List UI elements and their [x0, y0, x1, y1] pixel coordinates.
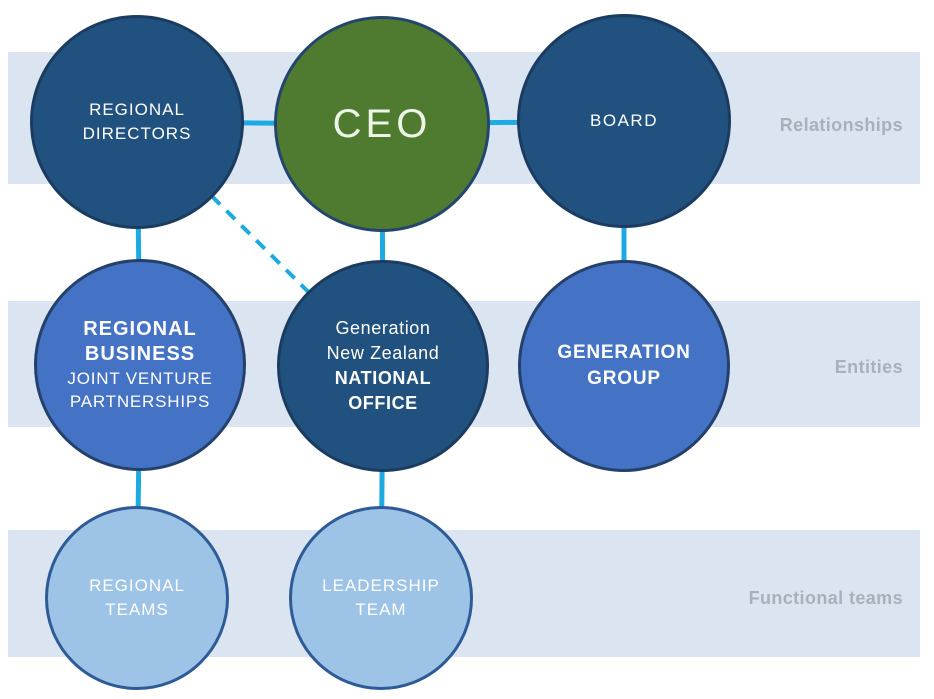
- node-label-line: JOINT VENTURE: [67, 369, 213, 388]
- node-generation-group: GENERATION GROUP: [518, 260, 730, 472]
- node-regional-directors: REGIONAL DIRECTORS: [30, 15, 244, 229]
- node-label-line: BUSINESS: [84, 343, 196, 365]
- node-label-line: TEAMS: [105, 600, 169, 619]
- node-label-line: Generation: [335, 318, 431, 338]
- node-leadership-team: LEADERSHIP TEAM: [289, 506, 473, 690]
- connector-regional-directors-national-office-dashed: [135, 120, 385, 368]
- node-regional-teams-label: REGIONAL TEAMS: [89, 574, 185, 622]
- node-regional-business-label: REGIONAL BUSINESS JOINT VENTURE PARTNERS…: [67, 317, 212, 413]
- node-label-line: TEAM: [355, 600, 407, 619]
- node-label-line: REGIONAL: [89, 576, 185, 595]
- node-leadership-team-label: LEADERSHIP TEAM: [322, 574, 440, 622]
- node-board-label: BOARD: [590, 111, 658, 130]
- node-generation-group-label: GENERATION GROUP: [557, 340, 690, 392]
- node-label-line: PARTNERSHIPS: [69, 392, 211, 411]
- node-label-line: GENERATION: [557, 342, 691, 363]
- node-generation-new-zealand-national-office: Generation New Zealand NATIONAL OFFICE: [277, 260, 489, 472]
- node-regional-business: REGIONAL BUSINESS JOINT VENTURE PARTNERS…: [34, 259, 246, 471]
- band-label-functional-teams: Functional teams: [748, 588, 903, 608]
- node-label-line: New Zealand: [326, 343, 440, 363]
- node-label-line: GROUP: [587, 368, 661, 389]
- node-label-line: REGIONAL: [83, 318, 197, 340]
- node-ceo-label: CEO: [332, 101, 432, 146]
- node-label-line: DIRECTORS: [82, 124, 192, 143]
- node-label-line: OFFICE: [348, 393, 418, 413]
- node-label-line: LEADERSHIP: [322, 576, 440, 595]
- node-regional-directors-label: REGIONAL DIRECTORS: [83, 98, 192, 146]
- band-label-relationships: Relationships: [779, 115, 903, 135]
- node-regional-teams: REGIONAL TEAMS: [45, 506, 229, 690]
- node-board: BOARD: [517, 14, 731, 228]
- band-label-entities: Entities: [834, 357, 903, 377]
- node-ceo: CEO: [274, 16, 490, 232]
- node-generation-nz-label: Generation New Zealand NATIONAL OFFICE: [327, 316, 440, 416]
- node-label-line: REGIONAL: [89, 100, 185, 119]
- node-label-line: NATIONAL: [334, 368, 432, 388]
